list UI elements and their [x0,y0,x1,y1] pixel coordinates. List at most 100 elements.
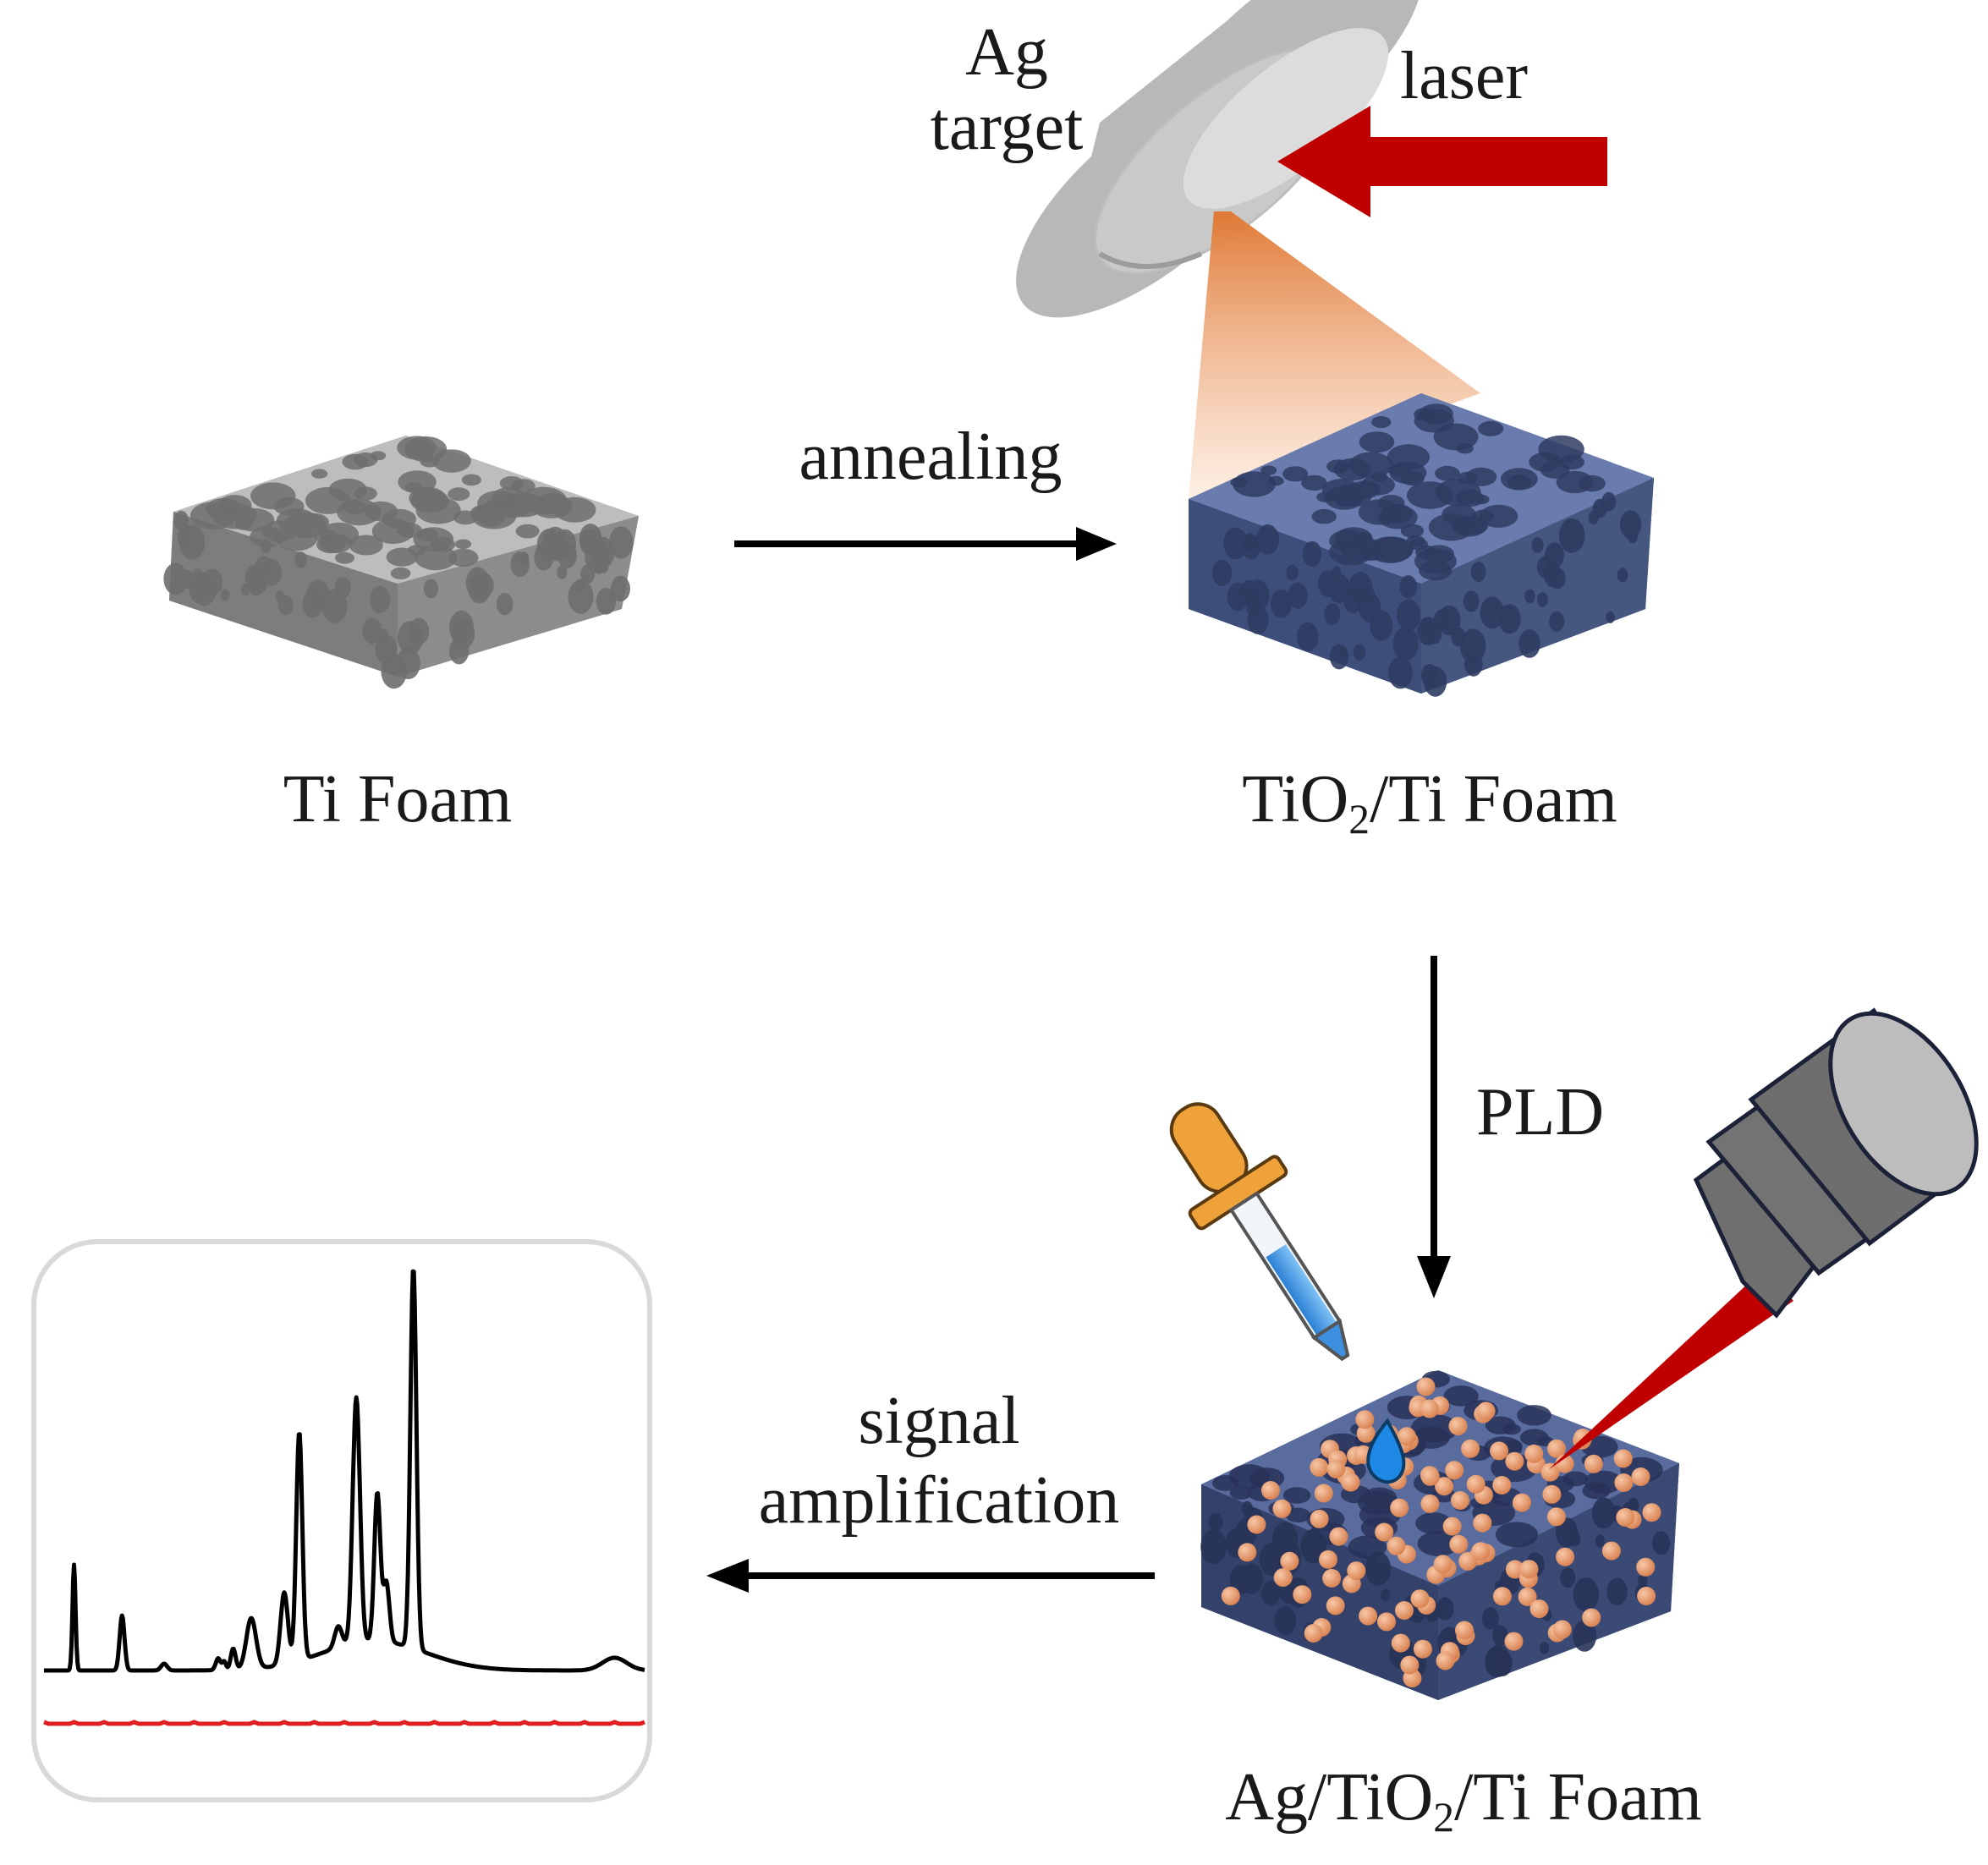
foam-pore [520,486,568,515]
foam-pore [1286,564,1299,581]
foam-pore [1329,539,1373,566]
ag-particle [1304,1624,1323,1643]
foam-pore [1558,518,1585,553]
foam-pore [1588,510,1599,525]
ag-particle [1552,1620,1572,1639]
ag-particle [1529,1599,1549,1619]
foam-pore [1549,611,1565,633]
ag-particle [1476,1401,1496,1421]
ag-particle [1616,1508,1635,1527]
foam-pore [1410,1414,1458,1443]
ag-target-label: Ag target [863,19,1151,161]
foam-pore [1435,465,1460,481]
foam-pore [511,479,535,493]
foam-pore [1227,582,1249,612]
foam-pore [1288,582,1308,609]
ag-particle [1420,1399,1439,1418]
foam-pore [253,573,268,593]
foam-pore [1392,626,1419,661]
foam-pore [557,565,568,579]
foam-pore [1606,1577,1628,1606]
foam-pore [349,535,383,556]
foam-pore [334,576,351,599]
foam-pore [1296,622,1319,651]
ag-particle [1390,1498,1409,1517]
foam-pore [1328,573,1351,604]
tio2-suffix: /Ti Foam [1370,762,1617,837]
foam-pore [1271,590,1293,618]
foam-pore [342,453,369,470]
foam-pore [293,513,309,523]
foam-pore [1223,527,1248,560]
ag-particle [1326,1596,1345,1615]
ag-particle [1584,1454,1603,1473]
foam-pore [1400,524,1424,538]
raman-probe-icon [1693,1007,1979,1319]
foam-pore [173,510,189,531]
foam-pore [454,539,472,550]
foam-pore [311,469,328,479]
ag-prefix: Ag/TiO [1225,1760,1434,1835]
foam-pore [1415,545,1438,560]
foam-pore [1365,1551,1392,1586]
foam-pore [1549,568,1566,590]
ag-particle [1466,1474,1486,1494]
foam-pore [1540,1642,1550,1654]
foam-pore [1591,1497,1616,1529]
foam-pore [1377,495,1405,511]
pld-label: PLD [1476,1075,1605,1149]
foam-pore [1200,1529,1227,1565]
foam-pore [1336,497,1351,507]
foam-pore [1370,610,1393,641]
foam-pore [334,551,355,564]
foam-pore [1473,494,1490,505]
ablation-plume [1189,211,1480,499]
ag-tio2-ti-foam-label: Ag/TiO2/Ti Foam [1142,1764,1785,1838]
foam-pore [240,583,250,596]
foam-pore [1518,629,1540,658]
ti-foam-label: Ti Foam [283,762,513,837]
laser-label: laser [1400,39,1529,113]
foam-pore [461,474,482,486]
foam-pore [250,526,285,548]
ag-particle [1540,1462,1560,1482]
foam-pore [1480,596,1505,629]
foam-pore [1562,1471,1589,1487]
foam-pore [1464,651,1483,677]
foam-pore [1242,534,1261,560]
foam-pore [1495,1522,1539,1548]
foam-pore [1329,644,1349,670]
signal-line2: amplification [758,1463,1120,1538]
foam-pore [1388,656,1413,689]
ag-particle [1492,1476,1512,1495]
foam-pore [1460,628,1486,663]
ag-particle [1319,1550,1337,1569]
ag-particle [1492,1587,1512,1606]
ag-particle [1420,1494,1440,1513]
foam-pore [1492,1625,1508,1647]
foam-pore [448,548,479,568]
foam-pore [1274,1605,1297,1636]
foam-pore [1470,562,1486,583]
ag-particle [1329,1527,1348,1546]
ag-particle [1473,1513,1492,1533]
foam-pore [302,590,324,618]
foam-pore [568,579,594,614]
ag-particle [1436,1651,1455,1670]
ag-particle [1310,1457,1329,1477]
foam-pore [1301,474,1327,491]
foam-pore [448,487,470,502]
foam-pore [1387,444,1430,470]
foam-pore [1479,504,1518,528]
foam-pore [250,482,296,510]
ag-particle [1512,1493,1531,1512]
ag-particle [1471,1542,1491,1561]
foam-pore [1302,540,1322,568]
ag-particle [1375,1522,1394,1542]
foam-pore [432,449,471,473]
ti-foam-block [163,436,639,689]
foam-pore [1282,466,1309,482]
ag-particle [1518,1587,1537,1606]
foam-pore [1419,403,1453,425]
